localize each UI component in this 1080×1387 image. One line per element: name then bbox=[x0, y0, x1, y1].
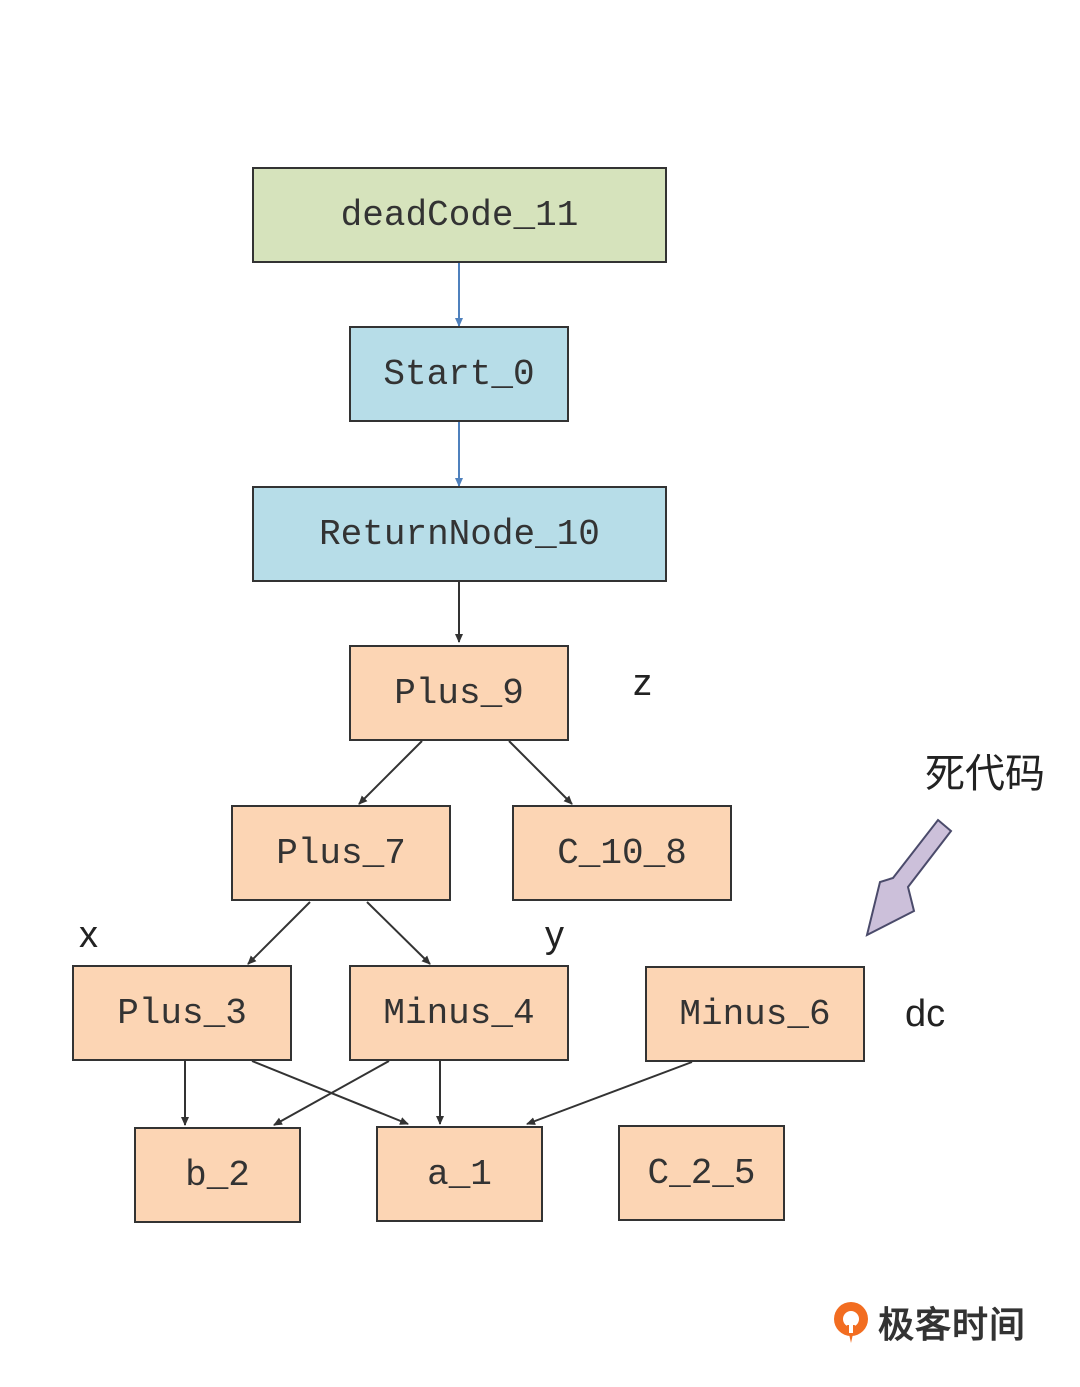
node-c-10-8: C_10_8 bbox=[512, 805, 732, 901]
node-minus-6: Minus_6 bbox=[645, 966, 865, 1062]
edge-minus-6-to-a-1 bbox=[526, 1061, 693, 1125]
edge-plus-9-to-c-10-8 bbox=[508, 740, 573, 805]
variable-label-z: z bbox=[633, 662, 652, 704]
edge-plus-7-to-minus-4 bbox=[366, 901, 431, 965]
node-label: Plus_9 bbox=[394, 672, 524, 714]
edge-plus-7-to-plus-3 bbox=[247, 901, 311, 965]
node-label: ReturnNode_10 bbox=[319, 513, 600, 555]
node-deadcode-11: deadCode_11 bbox=[252, 167, 667, 263]
node-c-2-5: C_2_5 bbox=[618, 1125, 785, 1221]
node-label: b_2 bbox=[185, 1154, 250, 1196]
edge-group bbox=[181, 263, 693, 1126]
edge-plus-3-to-a-1 bbox=[251, 1060, 409, 1125]
variable-label-x: x bbox=[79, 914, 98, 956]
node-returnnode-10: ReturnNode_10 bbox=[252, 486, 667, 582]
node-plus-7: Plus_7 bbox=[231, 805, 451, 901]
edge-minus-4-to-b-2 bbox=[273, 1060, 390, 1126]
dead-code-annotation: 死代码 bbox=[925, 751, 1045, 797]
node-label: deadCode_11 bbox=[340, 194, 579, 236]
node-label: Plus_3 bbox=[117, 992, 247, 1034]
variable-label-y: y bbox=[545, 914, 564, 956]
node-b-2: b_2 bbox=[134, 1127, 301, 1223]
node-label: a_1 bbox=[427, 1153, 492, 1195]
node-plus-9: Plus_9 bbox=[349, 645, 569, 741]
node-label: Start_0 bbox=[383, 353, 535, 395]
node-label: Minus_6 bbox=[679, 993, 831, 1035]
node-start-0: Start_0 bbox=[349, 326, 569, 422]
node-minus-4: Minus_4 bbox=[349, 965, 569, 1061]
callout-arrow-icon bbox=[865, 818, 953, 937]
brand-name: 极客时间 bbox=[878, 1305, 1027, 1346]
geektime-logo-icon bbox=[834, 1302, 868, 1343]
node-plus-3: Plus_3 bbox=[72, 965, 292, 1061]
variable-label-dc: dc bbox=[905, 993, 946, 1035]
brand-logo: 极客时间 bbox=[830, 1296, 1026, 1348]
node-label: C_10_8 bbox=[557, 832, 687, 874]
edge-plus-9-to-plus-7 bbox=[358, 740, 423, 805]
node-label: C_2_5 bbox=[647, 1152, 756, 1194]
node-label: Minus_4 bbox=[383, 992, 535, 1034]
node-label: Plus_7 bbox=[276, 832, 406, 874]
node-a-1: a_1 bbox=[376, 1126, 543, 1222]
